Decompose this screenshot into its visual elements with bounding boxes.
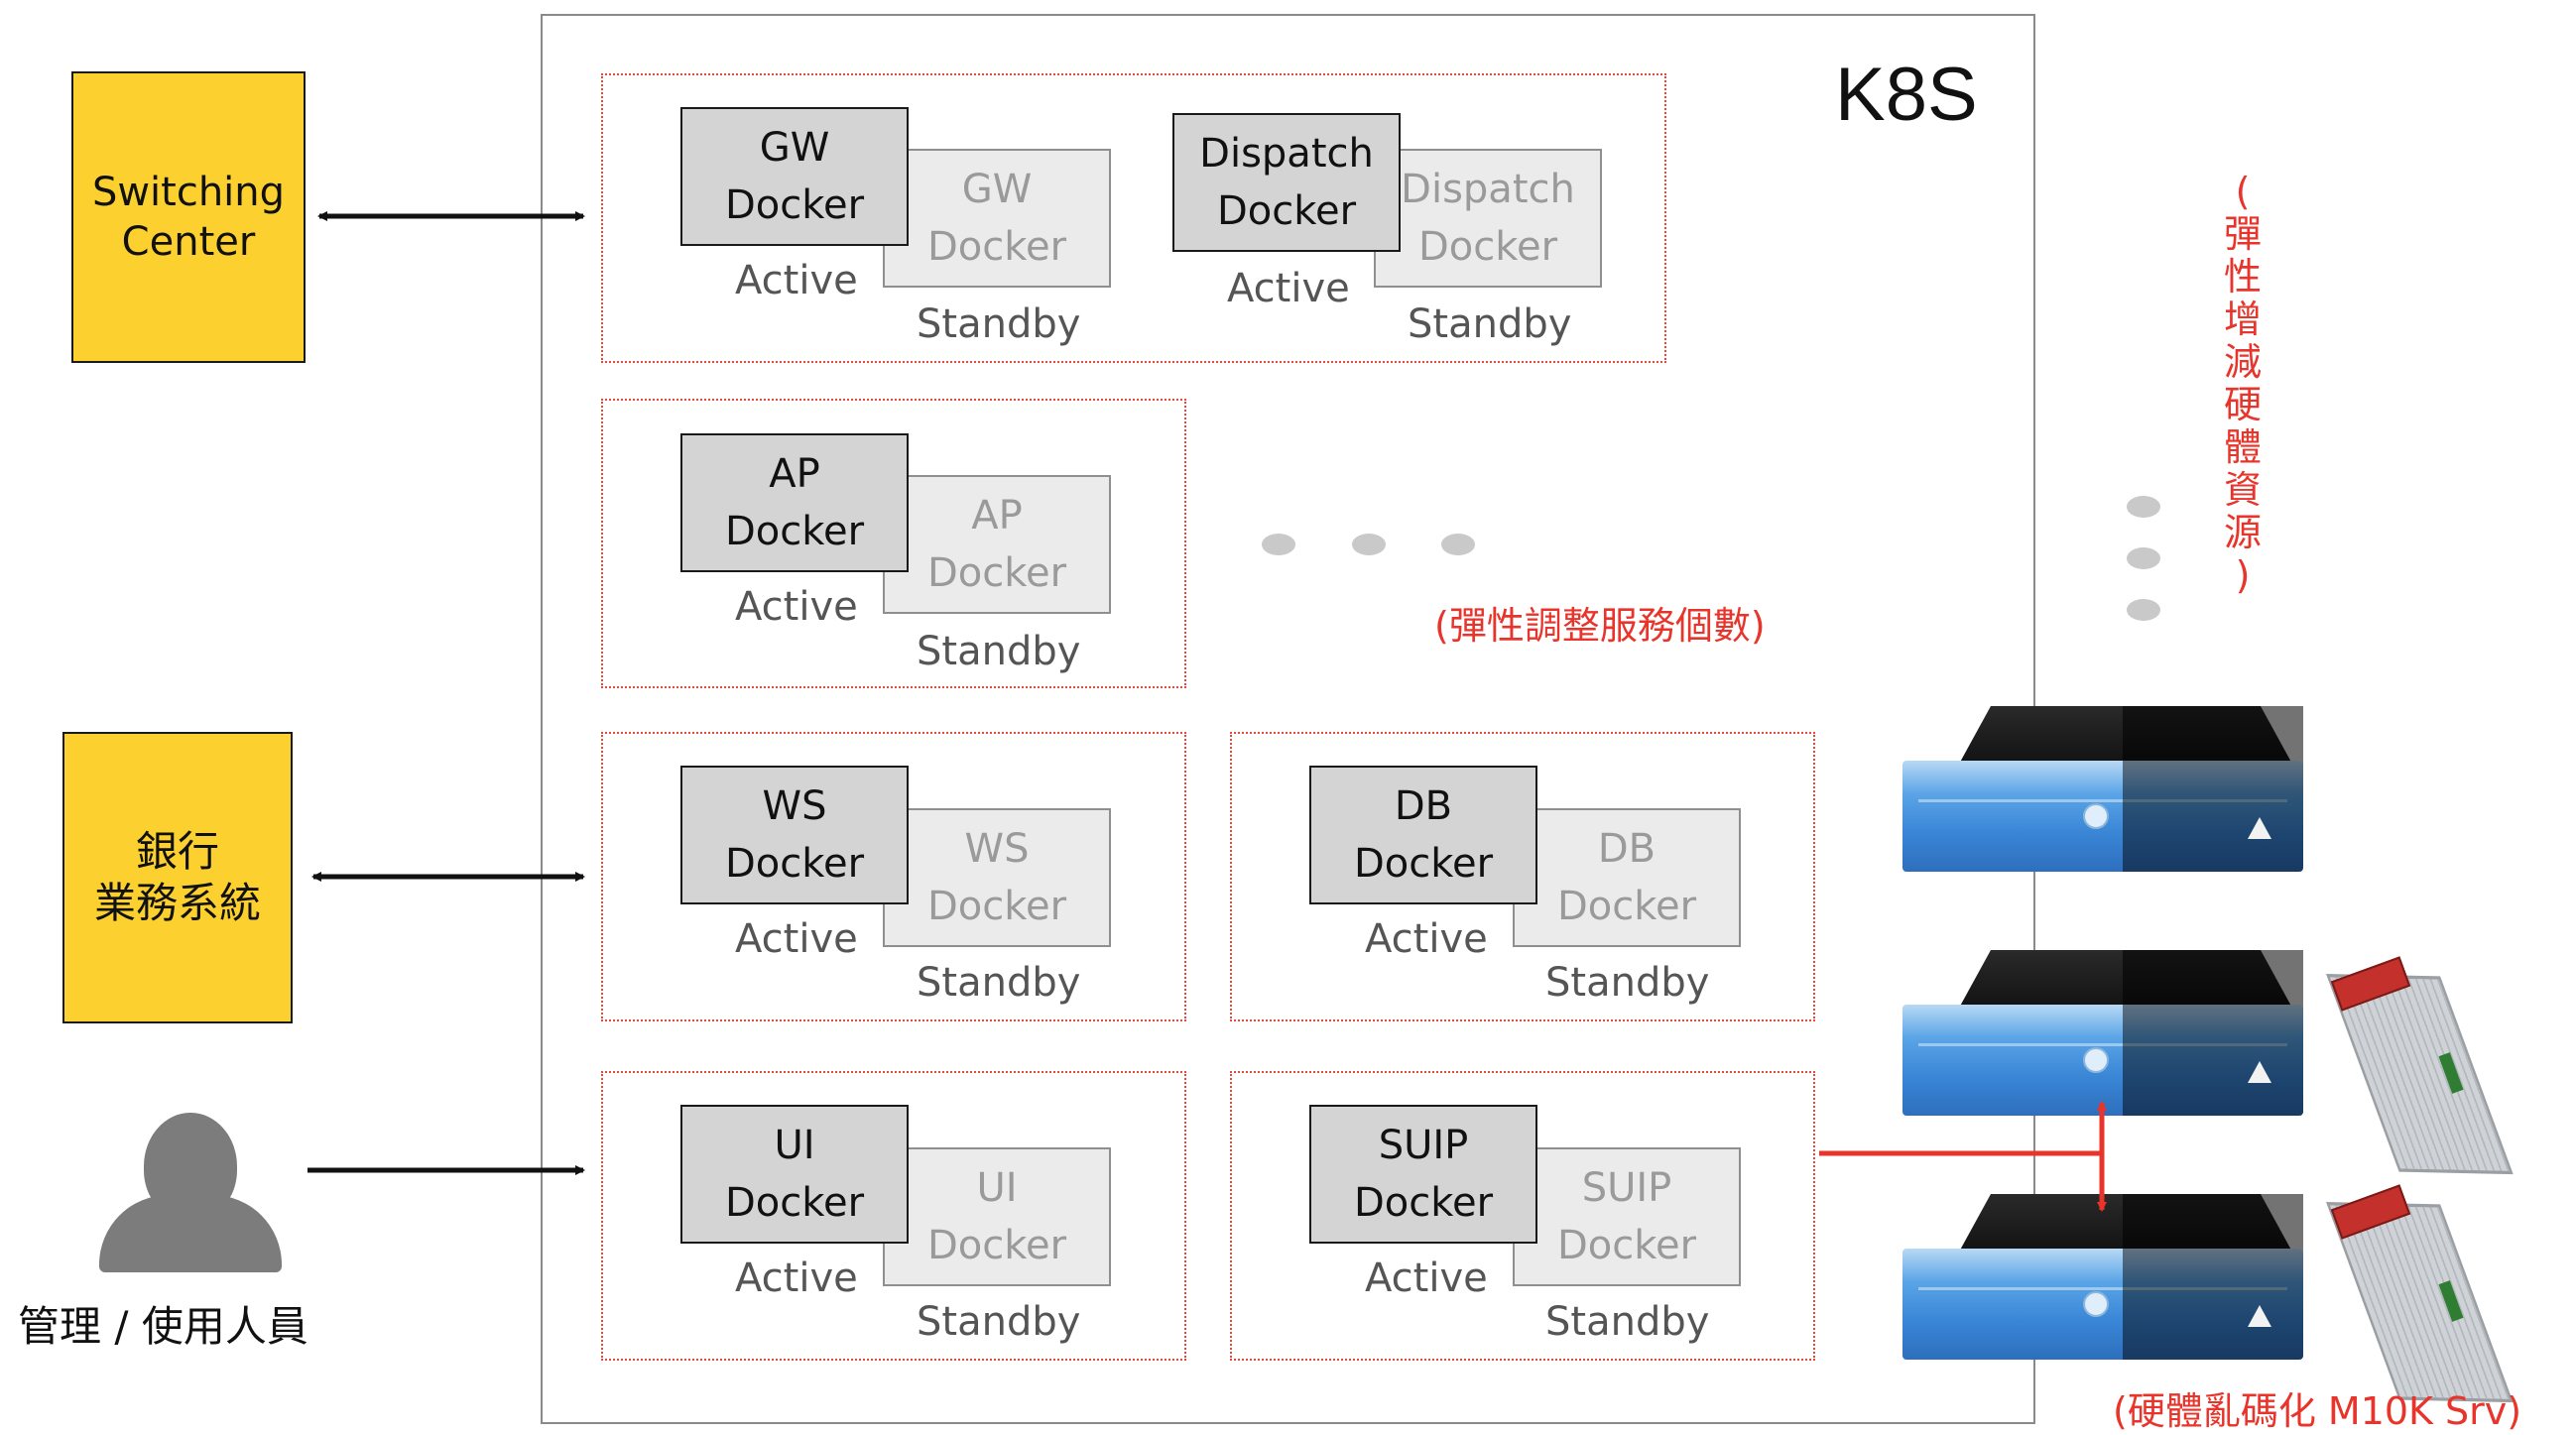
ap-active-name: AP: [769, 451, 820, 497]
ws-active-docker: WS Docker: [680, 766, 909, 904]
switching-center-box: Switching Center: [71, 71, 306, 363]
service-group-gw-dispatch: [601, 73, 1666, 363]
elastic-hardware-note: ( 彈 性 增 減 硬 體 資 源 ): [2220, 171, 2266, 597]
db-standby-label: Standby: [1545, 960, 1710, 1006]
hardware-encryption-note: (硬體亂碼化 M10K Srv): [2113, 1389, 2522, 1433]
gw-standby-docker: GW Docker: [883, 149, 1111, 288]
bank-system-line2: 業務系統: [93, 879, 261, 927]
gw-active-name: GW: [759, 125, 830, 171]
k8s-label: K8S: [1835, 53, 1978, 137]
elastic-service-count-note: (彈性調整服務個數): [1434, 604, 1766, 648]
ap-standby-type: Docker: [926, 550, 1067, 596]
ws-active-label: Active: [735, 916, 858, 962]
service-group-suip: [1230, 1071, 1815, 1361]
db-active-type: Docker: [1353, 841, 1494, 887]
elastic-hardware-char: (: [2235, 170, 2251, 213]
service-group-db: [1230, 732, 1815, 1021]
ws-standby-name: WS: [964, 826, 1030, 872]
ui-active-docker: UI Docker: [680, 1105, 909, 1244]
switching-center-line1: Switching: [91, 170, 286, 215]
ws-standby-label: Standby: [917, 960, 1081, 1006]
dispatch-standby-docker: Dispatch Docker: [1374, 149, 1602, 288]
suip-active-name: SUIP: [1378, 1123, 1469, 1168]
dispatch-standby-label: Standby: [1408, 301, 1572, 347]
user-label: 管理 / 使用人員: [18, 1302, 308, 1351]
ap-standby-label: Standby: [917, 629, 1081, 674]
gw-active-docker: GW Docker: [680, 107, 909, 246]
bank-system-box: 銀行 業務系統: [62, 732, 293, 1023]
ui-standby-type: Docker: [926, 1223, 1067, 1268]
ui-standby-name: UI: [976, 1165, 1018, 1211]
elastic-hardware-char: 減: [2223, 340, 2262, 384]
ap-active-label: Active: [735, 584, 858, 630]
elastic-hardware-char: 性: [2223, 255, 2262, 299]
ui-standby-label: Standby: [917, 1299, 1081, 1345]
ws-active-name: WS: [762, 783, 827, 829]
user-icon-head: [144, 1113, 237, 1220]
elastic-hardware-char: 源: [2223, 511, 2262, 554]
server-3: [1902, 1194, 2303, 1363]
suip-standby-label: Standby: [1545, 1299, 1710, 1345]
ws-standby-type: Docker: [926, 884, 1067, 929]
elastic-hardware-char: 硬: [2223, 383, 2262, 426]
suip-active-docker: SUIP Docker: [1309, 1105, 1537, 1244]
gw-active-label: Active: [735, 258, 858, 303]
suip-active-label: Active: [1365, 1256, 1488, 1301]
dispatch-standby-type: Docker: [1417, 224, 1558, 270]
suip-standby-name: SUIP: [1581, 1165, 1672, 1211]
db-active-name: DB: [1394, 783, 1453, 829]
service-group-ws: [601, 732, 1186, 1021]
dispatch-active-type: Docker: [1216, 188, 1357, 234]
ap-standby-docker: AP Docker: [883, 475, 1111, 614]
server-2: [1902, 950, 2303, 1119]
dispatch-active-label: Active: [1227, 266, 1350, 311]
ui-standby-docker: UI Docker: [883, 1147, 1111, 1286]
ws-active-type: Docker: [724, 841, 865, 887]
ui-active-name: UI: [774, 1123, 815, 1168]
db-active-label: Active: [1365, 916, 1488, 962]
elastic-hardware-char: 彈: [2223, 212, 2262, 256]
more-servers-dot-3: [2127, 599, 2160, 621]
db-standby-type: Docker: [1556, 884, 1697, 929]
suip-active-type: Docker: [1353, 1180, 1494, 1226]
more-servers-dot-1: [2127, 496, 2160, 518]
server-1: [1902, 706, 2303, 875]
ui-active-type: Docker: [724, 1180, 865, 1226]
elastic-hardware-char: 體: [2223, 425, 2262, 469]
more-servers-dot-2: [2127, 547, 2160, 569]
service-group-ap: [601, 399, 1186, 688]
more-services-dot-3: [1441, 534, 1475, 555]
gw-standby-name: GW: [961, 167, 1033, 212]
dispatch-active-name: Dispatch: [1199, 131, 1374, 177]
db-active-docker: DB Docker: [1309, 766, 1537, 904]
suip-standby-docker: SUIP Docker: [1513, 1147, 1741, 1286]
ui-active-label: Active: [735, 1256, 858, 1301]
elastic-hardware-char: 資: [2223, 468, 2262, 512]
db-standby-name: DB: [1597, 826, 1656, 872]
ap-standby-name: AP: [971, 493, 1023, 538]
more-services-dot-1: [1262, 534, 1295, 555]
ap-active-docker: AP Docker: [680, 433, 909, 572]
more-services-dot-2: [1352, 534, 1386, 555]
dispatch-standby-name: Dispatch: [1401, 167, 1575, 212]
dispatch-active-docker: Dispatch Docker: [1172, 113, 1401, 252]
db-standby-docker: DB Docker: [1513, 808, 1741, 947]
elastic-hardware-char: ): [2235, 553, 2251, 597]
gw-standby-type: Docker: [926, 224, 1067, 270]
bank-system-line1: 銀行: [135, 826, 219, 876]
gw-standby-label: Standby: [917, 301, 1081, 347]
suip-standby-type: Docker: [1556, 1223, 1697, 1268]
ws-standby-docker: WS Docker: [883, 808, 1111, 947]
gw-active-type: Docker: [724, 182, 865, 228]
ap-active-type: Docker: [724, 509, 865, 554]
elastic-hardware-char: 增: [2223, 298, 2262, 341]
service-group-ui: [601, 1071, 1186, 1361]
switching-center-line2: Center: [121, 219, 256, 265]
